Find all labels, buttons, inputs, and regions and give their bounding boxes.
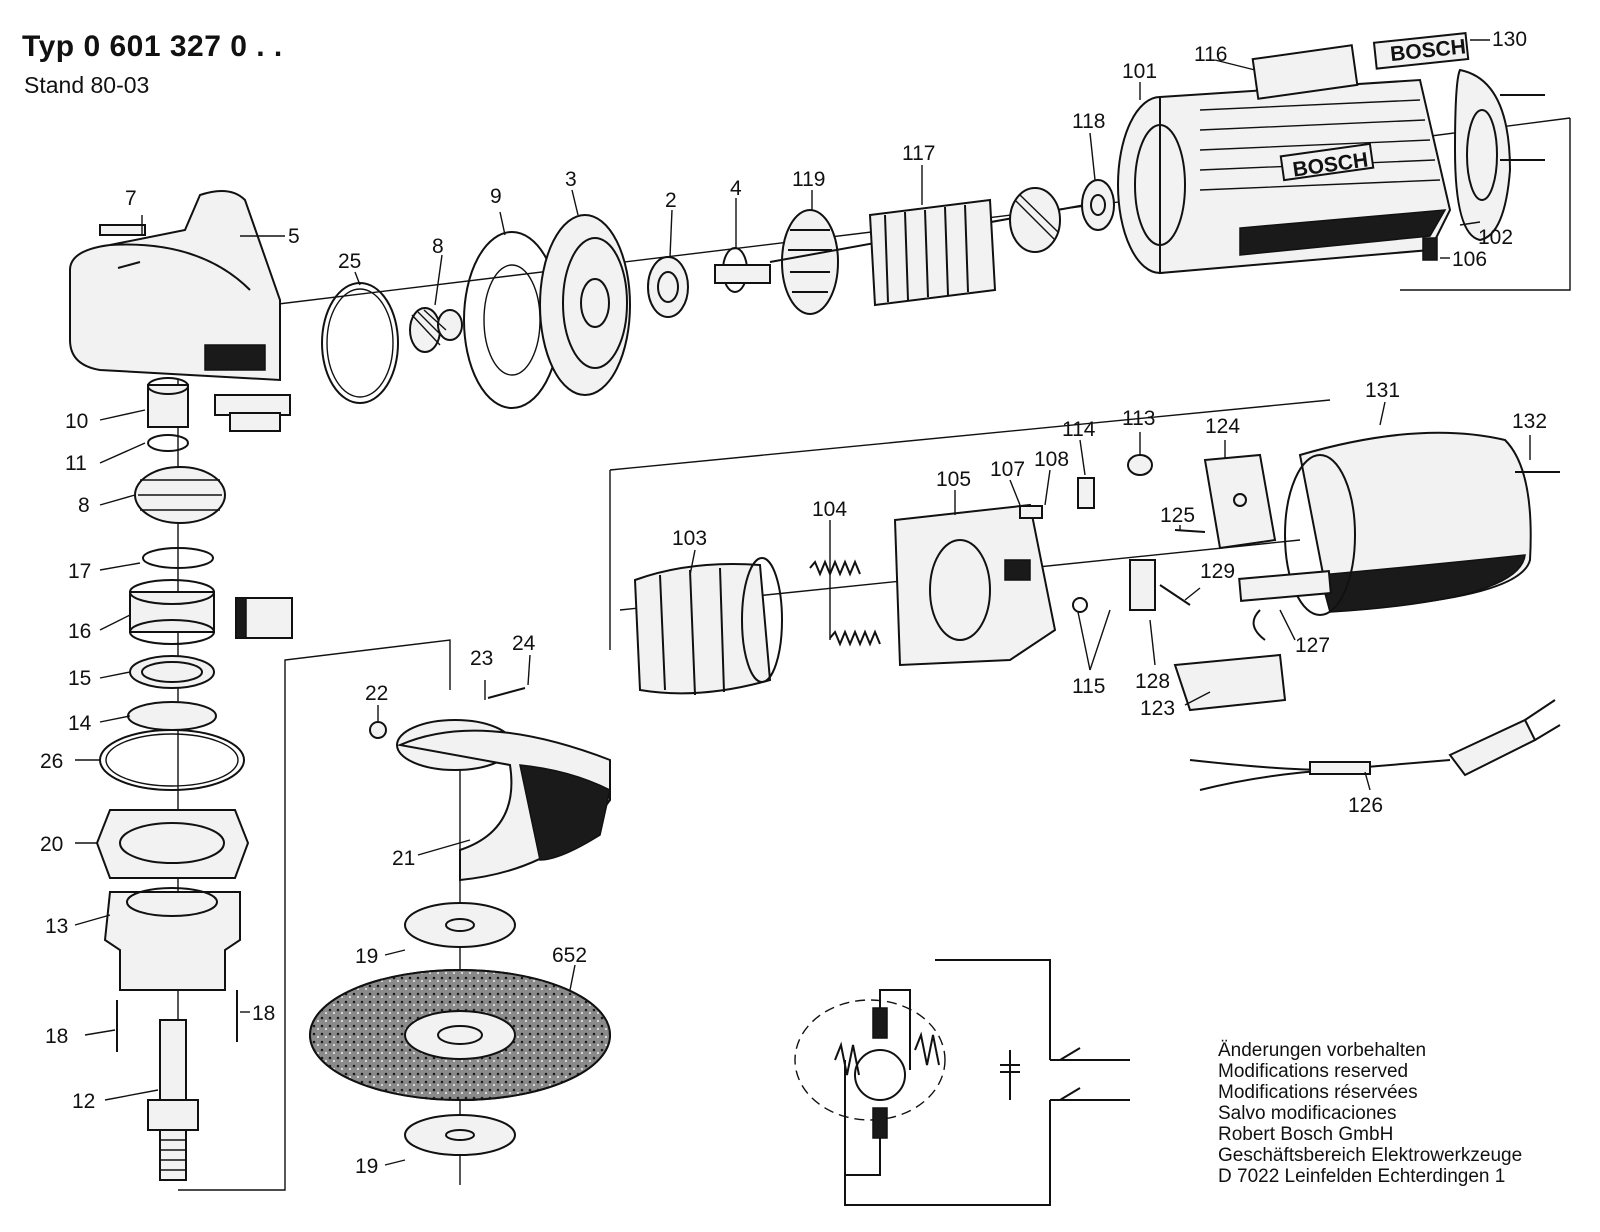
springs-part xyxy=(809,559,881,647)
callout-label: 24 xyxy=(512,632,536,655)
grinding-wheel-assembly xyxy=(309,902,611,1156)
callout-label: 19 xyxy=(355,945,378,968)
callout-label: 127 xyxy=(1295,634,1330,657)
callout-label: 105 xyxy=(936,468,971,491)
note-line: Robert Bosch GmbH xyxy=(1218,1124,1394,1145)
callout-label: 10 xyxy=(65,410,88,433)
callout-label: 25 xyxy=(338,250,361,273)
callout-label: 106 xyxy=(1452,248,1487,271)
callout-label: 128 xyxy=(1135,670,1170,693)
callout-label: 108 xyxy=(1034,448,1069,471)
callout-label: 102 xyxy=(1478,226,1513,249)
callout-label: 20 xyxy=(40,833,63,856)
footnotes-block: Änderungen vorbehalten Modifications res… xyxy=(1218,1040,1522,1187)
callout-label: 13 xyxy=(45,915,68,938)
callout-label: 129 xyxy=(1200,560,1235,583)
bearing-flange-part xyxy=(539,214,631,396)
wiring-schematic xyxy=(794,959,1130,1206)
brand-plate-part xyxy=(1372,32,1470,70)
callout-label: 132 xyxy=(1512,410,1547,433)
callout-label: 131 xyxy=(1365,379,1400,402)
pinion-part xyxy=(409,307,463,353)
callout-label: 11 xyxy=(65,452,87,475)
o-ring-part xyxy=(321,282,399,404)
note-line: Änderungen vorbehalten xyxy=(1218,1040,1427,1061)
note-line: Modifications reserved xyxy=(1218,1061,1409,1082)
callout-label: 23 xyxy=(470,647,493,670)
model-type-heading: Typ 0 601 327 0 . . xyxy=(22,30,283,63)
rating-plate-part xyxy=(1251,44,1359,100)
callout-label: 3 xyxy=(565,168,577,191)
spindle-stack xyxy=(95,377,293,1181)
callout-label: 130 xyxy=(1492,28,1527,51)
rear-handle-part xyxy=(1238,431,1560,616)
callout-label: 18 xyxy=(252,1002,275,1025)
switch-part xyxy=(1203,453,1277,550)
callout-label: 26 xyxy=(40,750,63,773)
callout-label: 15 xyxy=(68,667,91,690)
wheel-guard-part xyxy=(369,687,611,882)
callout-label: 21 xyxy=(392,847,415,870)
callout-label: 19 xyxy=(355,1155,378,1178)
callout-label: 8 xyxy=(78,494,90,517)
callout-label: 126 xyxy=(1348,794,1383,817)
note-line: Modifications réservées xyxy=(1218,1082,1418,1103)
callout-label: 14 xyxy=(68,712,92,735)
brush-holder-part xyxy=(893,503,1057,667)
callout-label: 8 xyxy=(432,235,444,258)
note-line: D 7022 Leinfelden Echterdingen 1 xyxy=(1218,1166,1506,1187)
armature-bearing-part xyxy=(1081,179,1115,231)
revision-date: Stand 80-03 xyxy=(24,72,150,98)
fan-part xyxy=(781,209,839,315)
small-clip-part xyxy=(1422,237,1438,261)
callout-label: 118 xyxy=(1072,110,1105,133)
leader-lines xyxy=(74,39,1531,1166)
callout-label: 123 xyxy=(1140,697,1175,720)
callout-label: 7 xyxy=(125,187,137,210)
callout-label: 125 xyxy=(1160,504,1195,527)
note-line: Geschäftsbereich Elektrowerkzeuge xyxy=(1218,1145,1523,1166)
motor-housing-part xyxy=(1117,78,1452,275)
callout-label: 103 xyxy=(672,527,707,550)
callout-label: 9 xyxy=(490,185,502,208)
callout-label: 5 xyxy=(288,225,300,248)
callout-label: 652 xyxy=(552,944,587,967)
callout-label: 124 xyxy=(1205,415,1240,438)
callout-label: 114 xyxy=(1062,418,1096,441)
callout-labels: 7 5 25 8 9 3 2 4 119 117 118 101 116 130… xyxy=(40,28,1547,1178)
callout-label: 119 xyxy=(792,168,825,191)
callout-label: 4 xyxy=(730,177,742,200)
end-plate-part xyxy=(1453,68,1545,242)
retainer-part xyxy=(714,247,771,293)
field-coil-part xyxy=(633,557,783,696)
callout-label: 104 xyxy=(812,498,847,521)
callout-label: 101 xyxy=(1122,60,1157,83)
gear-housing-part xyxy=(69,190,291,432)
armature-part xyxy=(769,187,1086,307)
callout-label: 17 xyxy=(68,560,91,583)
callout-label: 117 xyxy=(902,142,935,165)
callout-label: 18 xyxy=(45,1025,68,1048)
callout-label: 115 xyxy=(1072,675,1105,698)
callout-label: 107 xyxy=(990,458,1025,481)
callout-label: 116 xyxy=(1194,43,1227,66)
note-line: Salvo modificaciones xyxy=(1218,1103,1397,1124)
cord-and-plug-part xyxy=(1189,699,1561,791)
callout-label: 2 xyxy=(665,189,677,212)
callout-label: 22 xyxy=(365,682,388,705)
callout-label: 113 xyxy=(1122,407,1155,430)
ball-bearing-part xyxy=(647,256,689,318)
callout-label: 16 xyxy=(68,620,91,643)
callout-label: 12 xyxy=(72,1090,95,1113)
